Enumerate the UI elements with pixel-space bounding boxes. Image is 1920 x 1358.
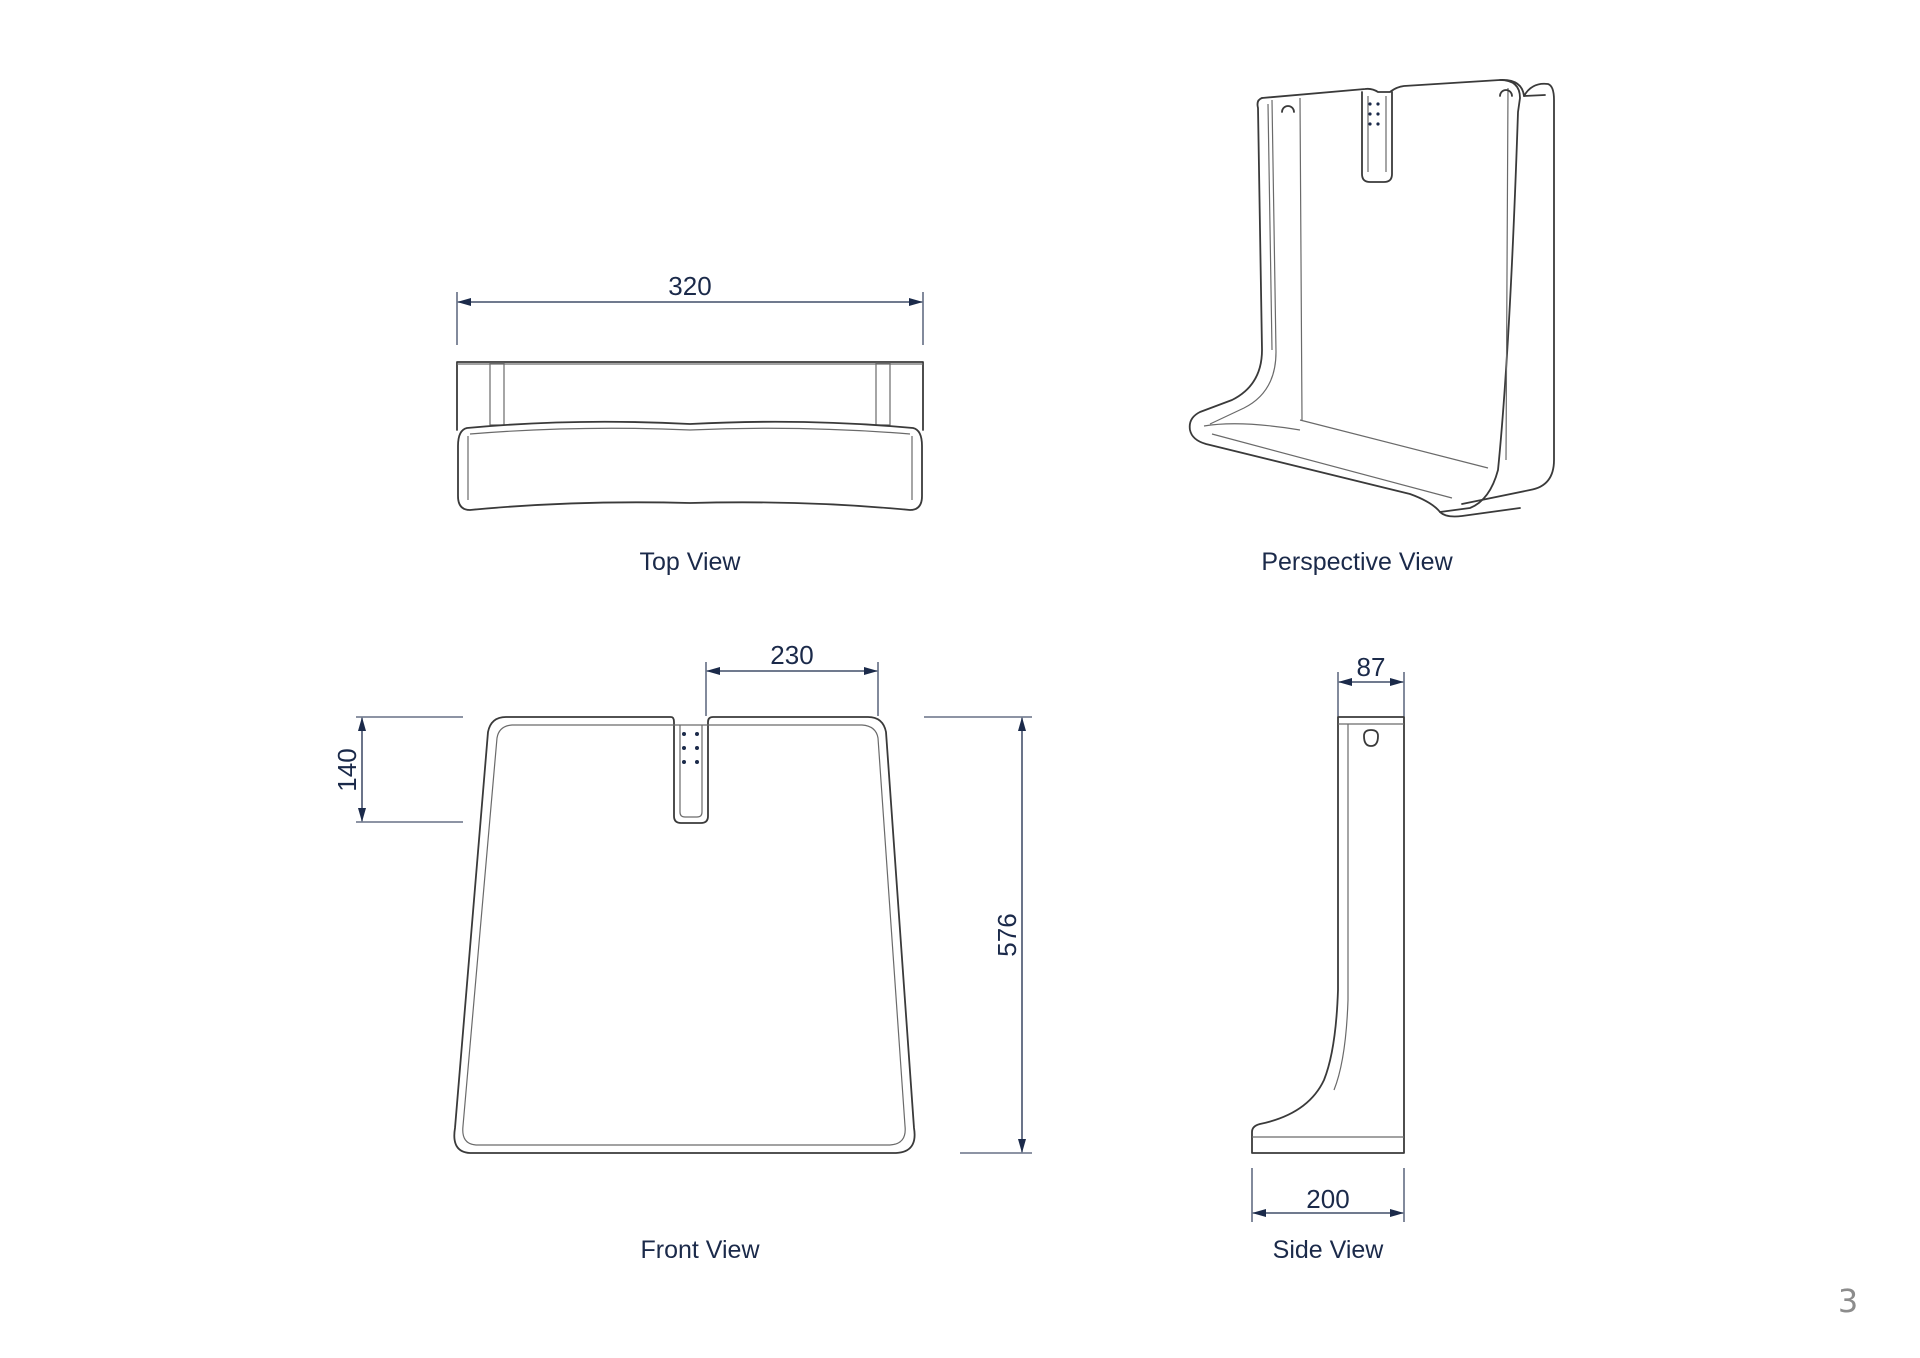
side-view-wall-edge <box>1333 724 1349 1091</box>
front-view-slot-hole <box>682 732 686 736</box>
top-view: 320 Top View <box>456 271 924 576</box>
perspective-slot-hole <box>1368 102 1372 106</box>
side-view-outline <box>1251 716 1405 1154</box>
perspective-center-slot-inner <box>1367 96 1387 172</box>
front-view-dimension-height-label: 576 <box>992 913 1022 956</box>
perspective-tray-floor <box>1203 419 1489 499</box>
perspective-slot-hole <box>1368 122 1372 126</box>
top-view-tray <box>457 420 923 511</box>
front-view-outline <box>453 716 916 1154</box>
side-view-mount-hole <box>1363 729 1379 747</box>
perspective-back-panel <box>1461 82 1555 505</box>
perspective-mount-hole-right <box>1499 89 1513 97</box>
side-view-dimension-bottom-label: 200 <box>1306 1184 1349 1214</box>
front-view-label: Front View <box>640 1236 760 1264</box>
top-view-right-bracket <box>875 362 891 426</box>
perspective-slot-hole <box>1376 122 1380 126</box>
front-view-slot-hole <box>695 746 699 750</box>
perspective-slot-hole <box>1376 112 1380 116</box>
front-view-slot-hole <box>695 732 699 736</box>
top-view-back-edge <box>456 361 924 431</box>
top-view-label: Top View <box>640 548 742 576</box>
perspective-mount-hole-left <box>1281 105 1295 113</box>
front-view-slot-hole <box>695 760 699 764</box>
front-view-dimension-slot-label: 140 <box>332 748 362 791</box>
front-view-slot-hole <box>682 760 686 764</box>
perspective-slot-hole <box>1368 112 1372 116</box>
perspective-view-label: Perspective View <box>1261 548 1453 576</box>
front-view: 230 140 576 Front View <box>332 640 1032 1264</box>
side-view: 87 200 Side View <box>1251 652 1405 1264</box>
page-number: 3 <box>1838 1282 1858 1320</box>
front-view-inner-edge <box>462 724 906 1146</box>
perspective-slot-hole <box>1376 102 1380 106</box>
perspective-right-wall <box>1439 79 1521 513</box>
side-view-dimension-top-label: 87 <box>1357 652 1386 682</box>
front-view-dimension-width-label: 230 <box>770 640 813 670</box>
side-view-label: Side View <box>1273 1236 1385 1264</box>
perspective-back-panel-inner <box>1299 87 1509 461</box>
front-view-slot-inner <box>679 725 703 818</box>
perspective-top-rim <box>1261 79 1546 99</box>
top-view-left-bracket <box>489 362 505 426</box>
top-view-dimension-label: 320 <box>668 271 711 301</box>
perspective-left-wall-inner <box>1209 99 1277 425</box>
perspective-left-wall <box>1188 97 1521 518</box>
top-view-tray-inner <box>467 427 913 500</box>
perspective-center-slot <box>1361 91 1393 183</box>
perspective-view: Perspective View <box>1188 79 1555 576</box>
front-view-slot-hole <box>682 746 686 750</box>
